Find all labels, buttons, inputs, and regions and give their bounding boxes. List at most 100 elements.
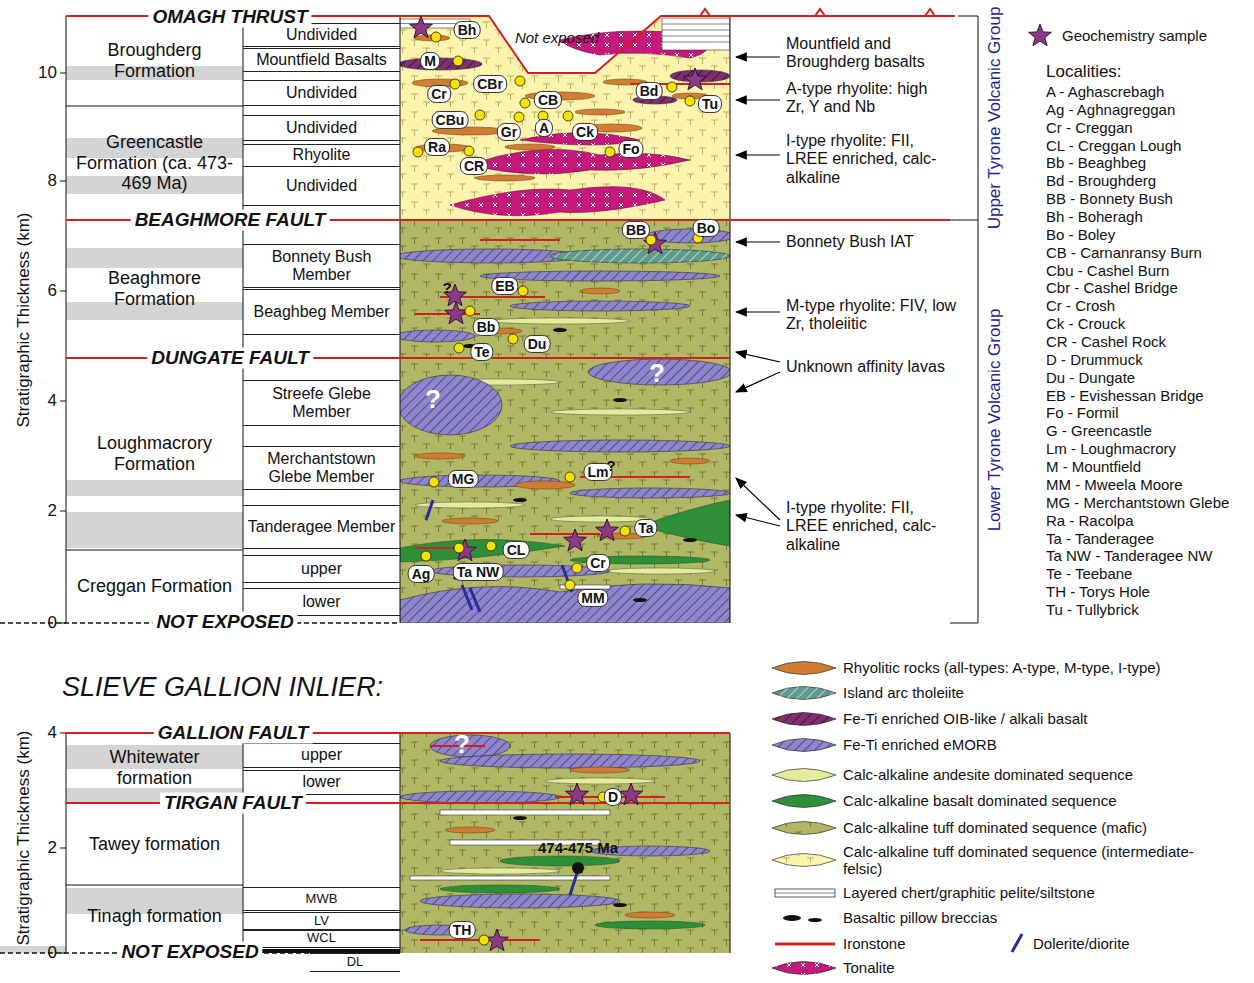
legend-text: Tonalite — [843, 959, 895, 976]
locality-dot — [431, 32, 441, 42]
member-cell: Beaghbeg Member — [243, 289, 400, 335]
legend-text: Fe-Ti enriched OIB-like / alkali basalt — [843, 710, 1088, 727]
locality-dot — [520, 98, 530, 108]
age-label: 474-475 Ma — [538, 839, 618, 856]
member-cell: Rhyolite — [243, 144, 400, 167]
locality-code: CR — [460, 157, 488, 175]
locality-code: CBr — [473, 75, 507, 93]
cell-text: LV — [314, 914, 329, 929]
locality-entry: Cbu - Cashel Burn — [1046, 262, 1169, 279]
table-lines — [60, 291, 66, 292]
locality-code: Cr — [427, 85, 451, 103]
locality-entry: G - Greencastle — [1046, 423, 1152, 440]
table-lines — [400, 733, 401, 953]
tonalite-body — [450, 31, 708, 216]
annotation-arrow — [736, 57, 780, 526]
section-heading: SLIEVE GALLION INLIER: — [62, 672, 383, 703]
table-shading — [66, 512, 243, 548]
member-cell: upper — [243, 743, 400, 768]
locality-dot — [429, 477, 439, 487]
legend-sample — [775, 889, 835, 897]
pillow-breccia — [683, 538, 697, 542]
table-lines — [730, 16, 731, 623]
locality-entry: Cr - Creggan — [1046, 119, 1133, 136]
fault-line — [700, 9, 935, 16]
table-lines — [978, 16, 979, 623]
legend-swatch-pattern — [772, 854, 836, 867]
cell-text: DL — [347, 955, 364, 970]
pillow-breccia — [553, 328, 567, 332]
geochemistry-star — [445, 302, 468, 324]
ironstone — [480, 239, 560, 241]
cell-text: upper — [301, 560, 342, 578]
legend-swatch — [772, 769, 836, 782]
locality-code: Ta NW — [453, 563, 504, 581]
locality-dot — [479, 935, 489, 945]
cell-text: Tanderagee Member — [248, 518, 396, 536]
member-cell: Undivided — [243, 80, 400, 106]
locality-entry: CR - Cashel Rock — [1046, 333, 1166, 350]
locality-code: D — [604, 788, 622, 806]
locality-entry: Du - Dungate — [1046, 369, 1135, 386]
legend-swatch-pattern — [772, 713, 836, 726]
legend-text: Dolerite/diorite — [1033, 935, 1130, 952]
locality-code: Gr — [497, 123, 521, 141]
member-cell: Undivided — [243, 115, 400, 141]
fault-label: NOT EXPOSED — [117, 942, 262, 963]
pillow-breccia — [513, 498, 527, 502]
legend-text: Island arc tholeiite — [843, 684, 964, 701]
cell-text: Tinagh formation — [87, 906, 221, 927]
member-cell: Bonnety Bush Member — [243, 244, 400, 288]
locality-dot — [450, 79, 460, 89]
cell-text: Rhyolite — [293, 146, 351, 164]
locality-dot — [475, 110, 485, 120]
cell-text: Creggan Formation — [77, 576, 232, 597]
annotation: I-type rhyolite: FII, LREE enriched, cal… — [786, 499, 951, 554]
tick-label: 6 — [48, 281, 57, 301]
locality-code: Fo — [618, 140, 643, 158]
locality-dot — [454, 543, 464, 553]
legend-text: Basaltic pillow breccias — [843, 909, 997, 926]
annotation-arrow — [736, 478, 780, 520]
iat-lens — [550, 249, 730, 263]
cell-text: MWB — [306, 892, 338, 907]
geochemistry-star — [1029, 24, 1052, 46]
locality-entry: Ta - Tanderagee — [1046, 530, 1154, 547]
iat-lens — [550, 249, 730, 263]
annotation-arrow — [736, 241, 780, 242]
annotation-arrow — [736, 352, 780, 362]
formation-cell: Beaghmore Formation — [66, 220, 243, 358]
locality-code: A — [535, 119, 553, 137]
table-lines — [66, 885, 243, 886]
cell-text: Undivided — [286, 119, 357, 137]
table-shading — [0, 66, 243, 953]
locality-entry: CB - Carnanransy Burn — [1046, 244, 1202, 261]
locality-entry: A - Aghascrebagh — [1046, 83, 1164, 100]
tick-label: 4 — [48, 723, 57, 743]
query-mark: ? — [606, 457, 615, 474]
table-lines — [66, 733, 67, 953]
legend-swatch-pattern — [772, 687, 836, 700]
locality-dot — [486, 541, 496, 551]
locality-entry: Ra - Racolpa — [1046, 512, 1134, 529]
annotation: Unknown affinity lavas — [786, 358, 945, 376]
formation-cell: Tawey formation — [66, 803, 243, 885]
table-lines — [730, 733, 731, 953]
legend-text: Calc-alkaline basalt dominated sequence — [843, 792, 1117, 809]
geochemistry-star — [564, 529, 587, 551]
table-lines — [60, 848, 66, 849]
locality-entry: Ta NW - Tanderagee NW — [1046, 548, 1212, 565]
cell-text: Merchantstown Glebe Member — [245, 450, 398, 487]
geochemistry-star — [684, 68, 707, 90]
pillow-breccia — [513, 816, 527, 820]
locality-code: TH — [449, 921, 476, 939]
legend-sample — [783, 915, 801, 921]
table-lines — [60, 73, 66, 74]
geochemistry-star — [410, 16, 1052, 951]
ironstone — [415, 547, 455, 549]
locality-dot — [453, 56, 463, 66]
legend-heading: Localities: — [1046, 62, 1122, 82]
locality-dot — [514, 112, 524, 122]
annotation-arrow — [736, 311, 780, 312]
locality-dot — [563, 111, 573, 121]
